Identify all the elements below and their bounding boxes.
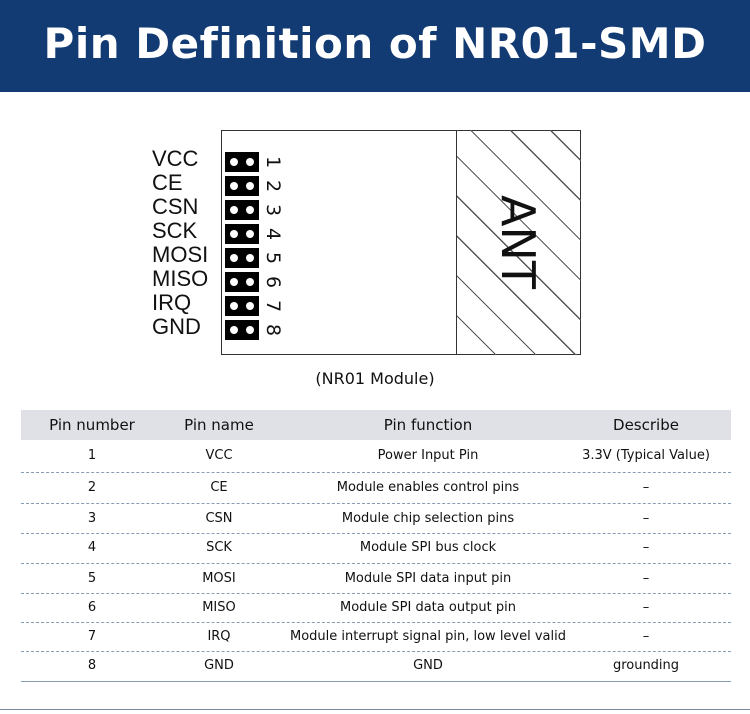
cell-describe: – [642,480,650,495]
page-bottom-rule [0,709,750,710]
pin-label-mosi: MOSI [152,242,209,267]
pin-number-7: 7 [262,299,284,313]
cell-pin-function: Module enables control pins [336,480,520,495]
table-header: Pin number Pin name Pin function Describ… [21,410,731,440]
cell-pin-function: Module chip selection pins [341,511,515,526]
table-bottom-border [21,681,731,682]
table-row: 2 CE Module enables control pins – [21,473,731,503]
pin-label-miso: MISO [152,266,209,291]
pin-pad-7 [225,296,259,316]
pin-number-4: 4 [262,227,284,241]
cell-pin-function: Power Input Pin [377,448,479,463]
header-pin-number: Pin number [49,416,135,434]
table-row: 1 VCC Power Input Pin 3.3V (Typical Valu… [21,441,731,471]
row-divider [21,563,731,564]
diagram-caption: (NR01 Module) [315,369,435,388]
pin-number-3: 3 [262,203,284,217]
cell-pin-function: Module SPI data output pin [340,600,516,615]
cell-pin-name: SCK [206,540,232,555]
pin-label-vcc: VCC [152,146,199,171]
cell-describe: – [642,571,650,586]
cell-pin-name: IRQ [207,629,231,644]
cell-pin-number: 6 [87,600,97,615]
pin-pad-3 [225,200,259,220]
pin-pad-8 [225,320,259,340]
pin-number-8: 8 [262,323,284,337]
header-pin-name: Pin name [184,416,254,434]
table-row: 6 MISO Module SPI data output pin – [21,593,731,623]
row-divider [21,472,731,473]
table-row: 5 MOSI Module SPI data input pin – [21,564,731,594]
pin-label-irq: IRQ [152,290,192,315]
pin-pad-2 [225,176,259,196]
pin-pad-6 [225,272,259,292]
table-row: 4 SCK Module SPI bus clock – [21,533,731,563]
cell-pin-name: MISO [202,600,236,615]
cell-pin-name: GND [204,658,234,673]
table-row: 3 CSN Module chip selection pins – [21,504,731,534]
cell-pin-number: 5 [87,571,97,586]
cell-pin-number: 2 [87,480,97,495]
antenna-zone [456,130,581,355]
pin-number-1: 1 [262,155,284,169]
pin-pad-4 [225,224,259,244]
cell-pin-number: 7 [87,629,97,644]
cell-describe: – [642,540,650,555]
row-divider [21,651,731,652]
pin-pad-1 [225,152,259,172]
cell-pin-function: Module SPI bus clock [359,540,497,555]
header-pin-function: Pin function [383,416,473,434]
cell-pin-name: CE [210,480,228,495]
cell-pin-number: 4 [87,540,97,555]
pin-number-2: 2 [262,179,284,193]
pin-label-sck: SCK [152,218,198,243]
cell-pin-name: CSN [205,511,233,526]
pin-pad-5 [225,248,259,268]
cell-pin-name: VCC [205,448,233,463]
cell-describe: 3.3V (Typical Value) [582,448,710,463]
table-row: 7 IRQ Module interrupt signal pin, low l… [21,622,731,652]
cell-pin-number: 8 [87,658,97,673]
cell-pin-number: 1 [87,448,97,463]
pin-label-gnd: GND [152,314,201,339]
pin-label-ce: CE [152,170,183,195]
row-divider [21,533,731,534]
cell-describe: – [642,629,650,644]
cell-describe: – [642,511,650,526]
cell-pin-number: 3 [87,511,97,526]
table-row: 8 GND GND grounding [21,651,731,681]
cell-pin-name: MOSI [202,571,236,586]
page-title: Pin Definition of NR01-SMD [43,19,707,68]
cell-describe: – [642,600,650,615]
cell-pin-function: GND [413,658,443,673]
cell-pin-function: Module interrupt signal pin, low level v… [290,629,566,644]
antenna-label: ANT [491,195,545,289]
header-describe: Describe [613,416,679,434]
row-divider [21,503,731,504]
pin-label-csn: CSN [152,194,199,219]
cell-describe: grounding [612,658,680,673]
pin-number-6: 6 [262,275,284,289]
row-divider [21,593,731,594]
title-banner: Pin Definition of NR01-SMD [0,0,750,92]
pin-number-5: 5 [262,251,284,265]
cell-pin-function: Module SPI data input pin [344,571,512,586]
row-divider [21,622,731,623]
